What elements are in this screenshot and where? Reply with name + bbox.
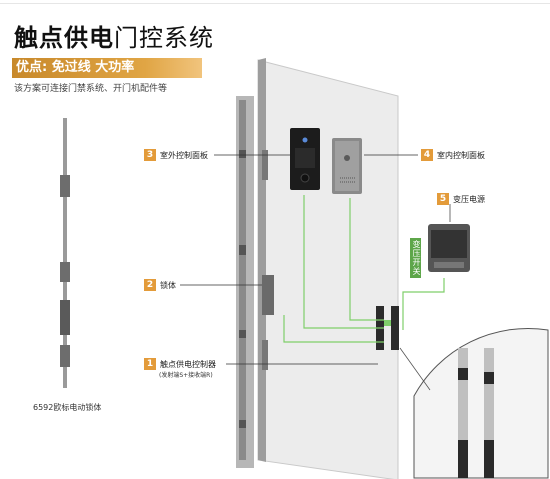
callout-5: 5 变压电源 xyxy=(437,193,485,205)
callout-5-number: 5 xyxy=(437,193,449,205)
title-bold: 触点供电 xyxy=(14,24,114,52)
lock-caption: 6592欧标电动锁体 xyxy=(33,403,102,412)
callout-2-number: 2 xyxy=(144,279,156,291)
advantage-banner: 优点: 免过线 大功率 xyxy=(12,58,202,78)
callout-2: 2 锁体 xyxy=(144,279,176,291)
callout-1: 1 触点供电控制器 xyxy=(144,358,216,370)
callout-4-number: 4 xyxy=(421,149,433,161)
callout-2-label: 锁体 xyxy=(160,280,176,290)
callout-3: 3 室外控制面板 xyxy=(144,149,208,161)
title-light: 门控系统 xyxy=(114,24,214,52)
callout-4: 4 室内控制面板 xyxy=(421,149,485,161)
indoor-panel-device xyxy=(332,138,362,194)
green-wiring xyxy=(283,195,445,343)
power-supply-device xyxy=(428,224,470,272)
callout-3-number: 3 xyxy=(144,149,156,161)
subtitle: 该方案可连接门禁系统、开门机配件等 xyxy=(14,84,168,94)
callout-1-number: 1 xyxy=(144,358,156,370)
callout-5-label: 变压电源 xyxy=(453,194,485,204)
callout-1-sublabel: (发射端S+接收端R) xyxy=(159,372,213,379)
callout-1-label: 触点供电控制器 xyxy=(160,359,216,369)
outdoor-panel-device xyxy=(290,128,320,190)
standalone-lock-body xyxy=(60,118,70,388)
zoom-detail-circle xyxy=(399,327,549,479)
psu-switch-tag: 变压开关 xyxy=(410,238,421,278)
page-title: 触点供电门控系统 xyxy=(14,18,214,53)
callout-4-label: 室内控制面板 xyxy=(437,150,485,160)
top-rule xyxy=(0,3,550,4)
door-frame xyxy=(236,96,254,468)
door-leaf xyxy=(257,58,399,479)
callout-3-label: 室外控制面板 xyxy=(160,150,208,160)
callout-leaders xyxy=(180,154,451,365)
